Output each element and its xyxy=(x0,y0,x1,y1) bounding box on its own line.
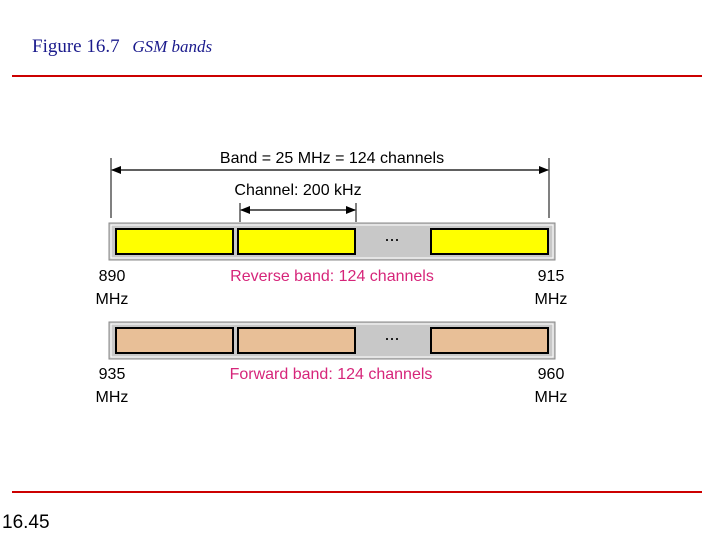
reverse-band-strip: ... xyxy=(108,222,556,261)
bottom-rule xyxy=(12,491,702,493)
reverse-end-frequency: 915 xyxy=(538,268,565,285)
reverse-start-unit: MHz xyxy=(96,291,129,308)
reverse-ellipsis: ... xyxy=(384,225,399,245)
reverse-start-frequency: 890 xyxy=(99,268,126,285)
figure-caption: GSM bands xyxy=(132,37,213,56)
figure-title: Figure 16.7 GSM bands xyxy=(32,36,212,58)
forward-end-unit: MHz xyxy=(535,389,568,406)
forward-channel-box xyxy=(237,327,356,354)
forward-start-unit: MHz xyxy=(96,389,129,406)
forward-band-frame-highlight xyxy=(110,323,554,358)
reverse-channel-box xyxy=(237,228,356,255)
forward-ellipsis: ... xyxy=(384,324,399,344)
slide-number: 16.45 xyxy=(2,512,50,533)
forward-start-frequency: 935 xyxy=(99,366,126,383)
reverse-band-frame-highlight xyxy=(110,224,554,259)
reverse-end-unit: MHz xyxy=(535,291,568,308)
top-rule xyxy=(12,75,702,77)
forward-channel-box xyxy=(115,327,234,354)
reverse-channel-box xyxy=(115,228,234,255)
reverse-channel-box xyxy=(430,228,549,255)
figure-number: Figure 16.7 xyxy=(32,36,120,57)
reverse-band-label: Reverse band: 124 channels xyxy=(230,268,434,285)
forward-channel-box xyxy=(430,327,549,354)
forward-band-label: Forward band: 124 channels xyxy=(230,366,433,383)
band-width-label: Band = 25 MHz = 124 channels xyxy=(220,150,444,167)
forward-band-strip: ... xyxy=(108,321,556,360)
forward-end-frequency: 960 xyxy=(538,366,565,383)
channel-width-label: Channel: 200 kHz xyxy=(234,182,361,199)
